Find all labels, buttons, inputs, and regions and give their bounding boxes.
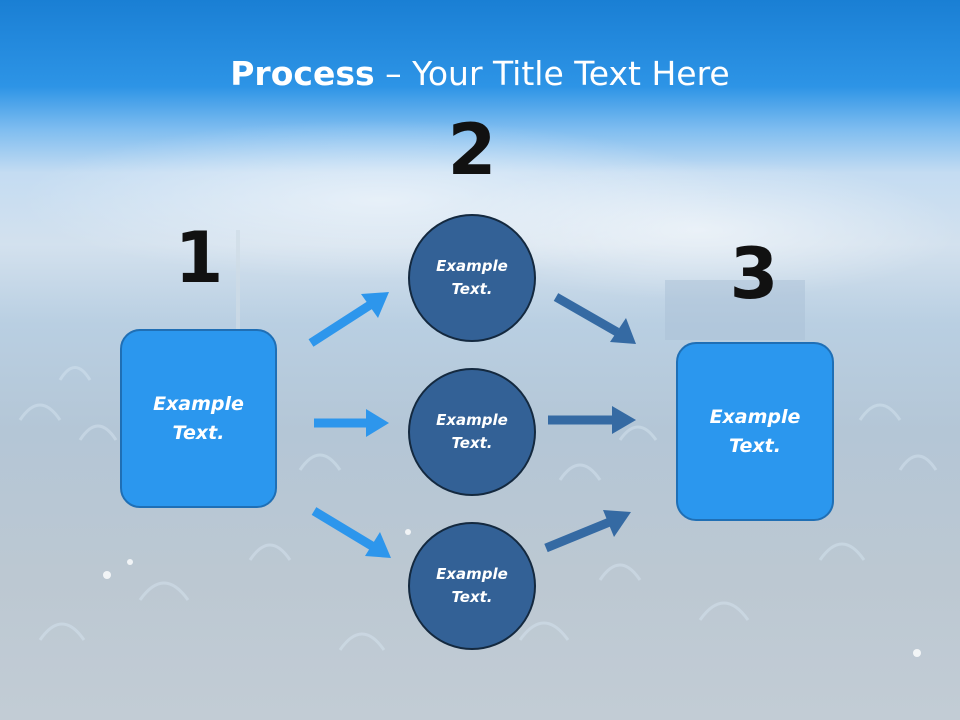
step-number-3: 3	[729, 233, 779, 315]
arrow-middle-to-box3	[548, 406, 636, 434]
title-bold: Process	[230, 54, 375, 93]
circle-top-text-line1: Example	[436, 257, 508, 275]
step-1-text-line2: Text.	[172, 421, 225, 444]
arrow-box1-to-top	[308, 292, 389, 347]
title-rest: – Your Title Text Here	[374, 54, 730, 93]
arrow-box1-to-middle	[314, 409, 389, 437]
arrow-bottom-to-box3	[544, 510, 631, 553]
step-1-text-line1: Example	[153, 392, 244, 415]
step-3-text-line2: Text.	[729, 434, 781, 457]
slide-title: Process – Your Title Text Here	[0, 52, 960, 96]
step-number-1: 1	[174, 217, 224, 299]
circle-top-text-line2: Text.	[451, 280, 493, 298]
step-2-circle-top: Example Text.	[408, 214, 536, 342]
circle-middle-text-line2: Text.	[451, 434, 493, 452]
step-3-box: Example Text.	[676, 342, 834, 521]
step-2-circle-bottom: Example Text.	[408, 522, 536, 650]
step-2-circle-middle: Example Text.	[408, 368, 536, 496]
arrow-top-to-box3	[553, 293, 636, 344]
circle-bottom-text-line1: Example	[436, 565, 508, 583]
step-1-box: Example Text.	[120, 329, 277, 508]
circle-bottom-text-line2: Text.	[451, 588, 493, 606]
step-number-2: 2	[447, 109, 497, 191]
circle-middle-text-line1: Example	[436, 411, 508, 429]
arrow-box1-to-bottom	[311, 507, 391, 558]
step-3-text-line1: Example	[709, 405, 801, 428]
